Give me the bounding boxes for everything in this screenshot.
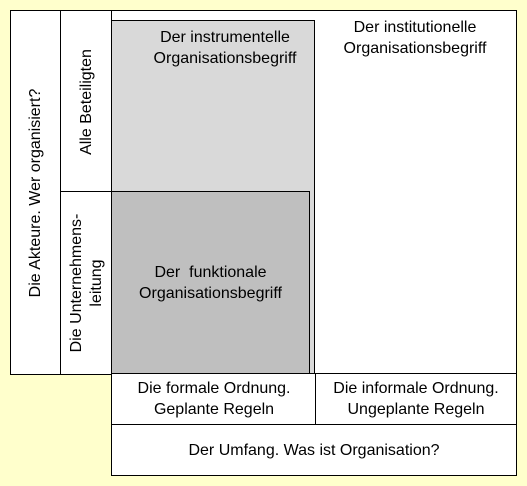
all-participants-label-box: Alle Beteiligten (60, 10, 113, 193)
institutional-concept-label: Der institutionelle Organisationsbegriff (320, 17, 510, 59)
formal-order-line-1: Die formale Ordnung. (137, 380, 291, 397)
functional-concept-label: Der funktionale Organisationsbegriff (113, 262, 308, 304)
institutional-concept-line-1: Der institutionelle (353, 19, 477, 36)
management-label: Die Unternehmens- leitung (67, 214, 107, 353)
functional-concept-line-1: Der funktionale (154, 264, 267, 281)
instrumental-concept-label: Der instrumentelle Organisationsbegriff (140, 27, 310, 69)
formal-order-box: Die formale Ordnung. Geplante Regeln (111, 373, 317, 426)
actors-axis-title-box: Die Akteure. Wer organisiert? (10, 10, 62, 375)
all-participants-label: Alle Beteiligten (77, 48, 95, 155)
institutional-concept-line-2: Organisationsbegriff (343, 40, 487, 57)
formal-order-label: Die formale Ordnung. Geplante Regeln (112, 378, 316, 420)
informal-order-line-2: Ungeplante Regeln (347, 401, 485, 418)
actors-axis-title: Die Akteure. Wer organisiert? (27, 88, 44, 297)
instrumental-concept-line-1: Der instrumentelle (160, 29, 290, 46)
instrumental-concept-line-2: Organisationsbegriff (153, 50, 297, 67)
informal-order-box: Die informale Ordnung. Ungeplante Regeln (315, 373, 517, 426)
informal-order-label: Die informale Ordnung. Ungeplante Regeln (316, 378, 516, 420)
management-label-line-2: leitung (87, 259, 105, 307)
management-label-box: Die Unternehmens- leitung (60, 191, 113, 375)
formal-order-line-2: Geplante Regeln (153, 401, 275, 418)
informal-order-line-1: Die informale Ordnung. (333, 380, 499, 397)
management-label-line-1: Die Unternehmens- (67, 213, 85, 353)
scope-axis-title-box: Der Umfang. Was ist Organisation? (111, 424, 517, 476)
functional-concept-line-2: Organisationsbegriff (139, 285, 282, 302)
scope-axis-title: Der Umfang. Was ist Organisation? (188, 442, 440, 459)
